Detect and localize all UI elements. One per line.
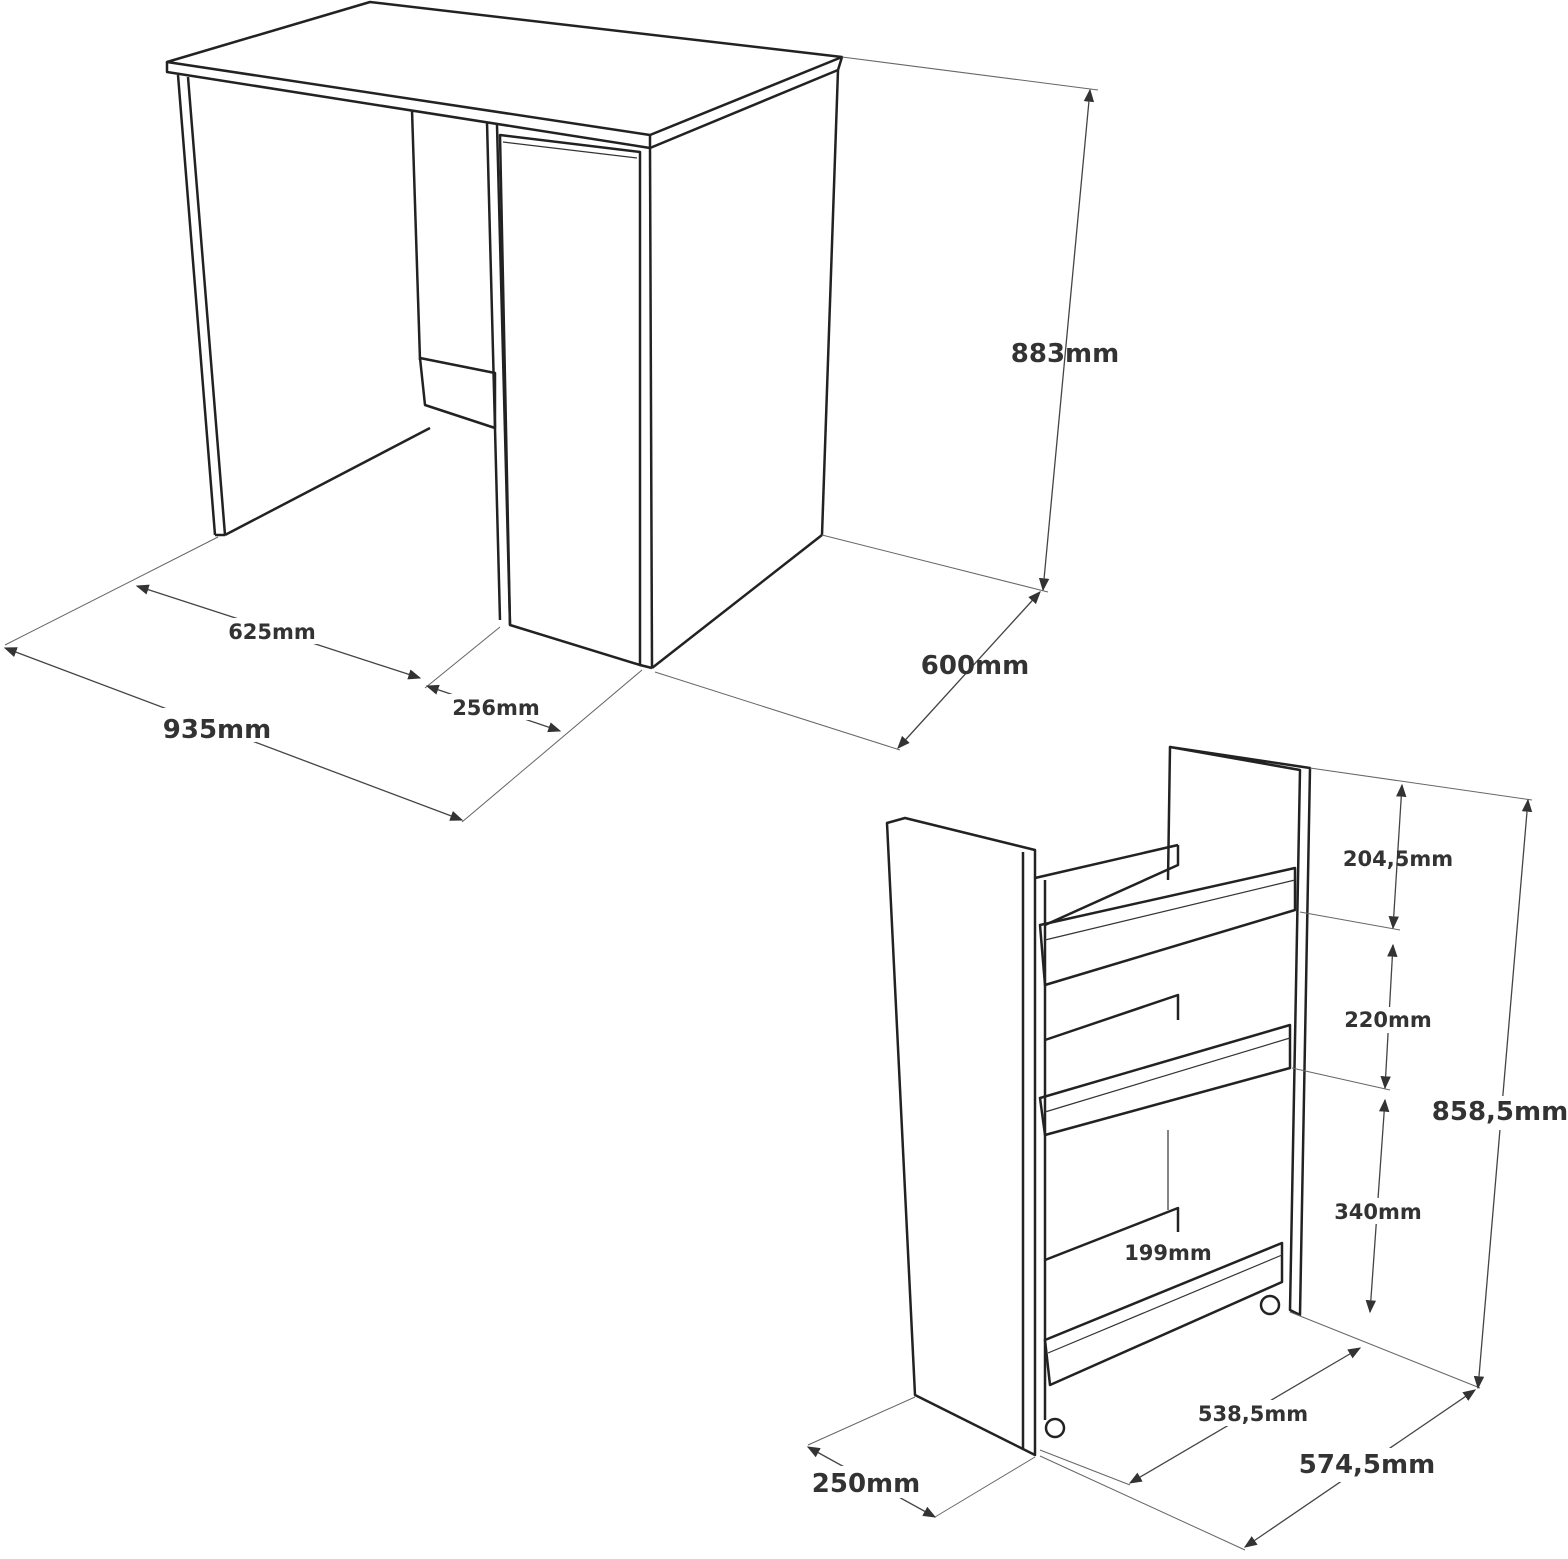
cart-front-panel [885, 816, 1037, 1457]
dimension-total-height-label: 858,5mm [1432, 1097, 1568, 1127]
crossbar [418, 356, 497, 430]
dimension-depth-label: 600mm [921, 651, 1029, 681]
desk-dimensions: 883mm 600mm 935mm 625mm 256mm [3, 56, 1119, 823]
middle-panel [485, 121, 502, 621]
dimension-bay-label: 256mm [452, 696, 540, 720]
cart-back-panel [1168, 745, 1312, 1317]
dimension-bottom-gap-label: 340mm [1334, 1200, 1422, 1224]
dimension-total-length-label: 574,5mm [1299, 1450, 1435, 1480]
caster-wheel [1044, 1417, 1066, 1439]
dimension-width-label: 250mm [812, 1469, 920, 1499]
cart-drawing [885, 745, 1312, 1457]
left-leg [176, 74, 217, 536]
right-panel [648, 147, 654, 669]
dimension-inner-length-label: 538,5mm [1198, 1402, 1308, 1426]
dimension-shelf-depth-label: 199mm [1124, 1241, 1212, 1265]
cart-door [498, 133, 642, 667]
dimension-middle-gap-label: 220mm [1344, 1008, 1432, 1032]
desk-drawing [165, 0, 844, 670]
cart-dimensions: 204,5mm 220mm 340mm 858,5mm 199mm 538,5m… [806, 767, 1568, 1551]
dimension-width-label: 935mm [163, 715, 271, 745]
desk-top [165, 0, 844, 137]
caster-wheel [1259, 1294, 1281, 1316]
dimension-top-gap-label: 204,5mm [1343, 847, 1453, 871]
dimension-opening-label: 625mm [228, 620, 316, 644]
dimension-height-label: 883mm [1011, 339, 1119, 369]
cart-shelves [1038, 845, 1297, 1387]
